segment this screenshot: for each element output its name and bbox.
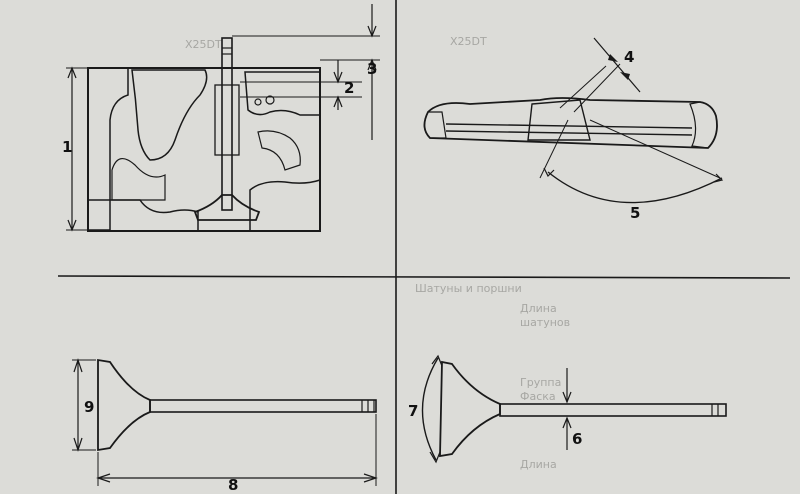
label-9: 9 xyxy=(84,398,94,416)
valve-side-view-right: 7 6 xyxy=(408,354,727,464)
bleed-row3: Группа xyxy=(520,376,561,389)
bleed-top-right: X25DT xyxy=(450,35,487,48)
label-5: 5 xyxy=(630,204,640,222)
bleed-row1: Длина xyxy=(520,302,557,315)
label-7: 7 xyxy=(408,402,418,420)
label-6: 6 xyxy=(572,430,582,448)
valve-side-view-left: 9 8 xyxy=(72,358,378,494)
bleed-row4: Фаска xyxy=(520,390,556,403)
label-1: 1 xyxy=(62,138,72,156)
cylinder-head-section: 1 3 2 xyxy=(62,4,380,232)
bleed-table-header: Шатуны и поршни xyxy=(415,282,522,295)
bleed-row5: Длина xyxy=(520,458,557,471)
label-3: 3 xyxy=(367,60,377,78)
label-4: 4 xyxy=(624,48,634,66)
bleed-top-mid: X25DT xyxy=(185,38,222,51)
valve-seat-section: 4 5 xyxy=(423,37,724,222)
label-2: 2 xyxy=(344,79,354,97)
bleed-row2: шатунов xyxy=(520,316,570,329)
bleed-through-text: X25DT X25DT Шатуны и поршни Длина шатуно… xyxy=(185,35,570,471)
label-8: 8 xyxy=(228,476,238,494)
horizontal-divider xyxy=(57,275,791,279)
